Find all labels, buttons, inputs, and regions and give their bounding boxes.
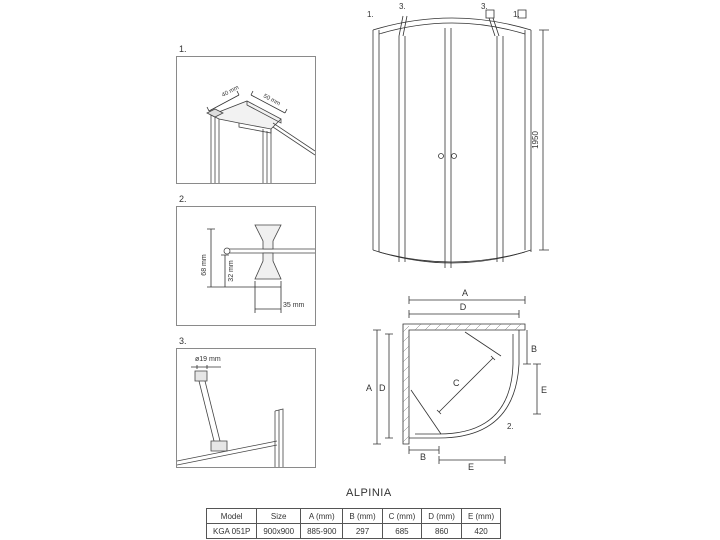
detail-2-width: 35 mm [283, 302, 305, 309]
plan-dim-a-top: A [462, 288, 468, 298]
detail-2-drawing: 68 mm 32 mm 35 mm [201, 224, 315, 313]
front-callout-1-left: 1. [367, 10, 374, 19]
spec-cell: 900x900 [256, 523, 302, 539]
plan-dim-e-bottom: E [468, 462, 474, 472]
spec-header-cell: E (mm) [460, 508, 502, 524]
plan-dim-b-bottom: B [420, 452, 426, 462]
spec-cell: 685 [381, 523, 423, 539]
front-callout-3-right: 3. [481, 2, 488, 11]
spec-table: Model Size A (mm) B (mm) C (mm) D (mm) E… [205, 508, 502, 539]
detail-2-height-inner: 32 mm [228, 260, 235, 282]
spec-header-cell: B (mm) [342, 508, 383, 524]
detail-1-panel: 40 mm 50 mm [176, 56, 316, 184]
spec-cell: 885-900 [300, 523, 344, 539]
spec-cell: KGA 051P [205, 523, 258, 539]
detail-3-panel: ø19 mm [176, 348, 316, 468]
detail-2-number: 2. [179, 194, 187, 204]
detail-3-diameter: ø19 mm [195, 356, 221, 363]
spec-header-row: Model Size A (mm) B (mm) C (mm) D (mm) E… [205, 508, 502, 524]
plan-dim-c-diag: C [453, 378, 460, 388]
spec-row: KGA 051P 900x900 885-900 297 685 860 420 [205, 523, 502, 539]
detail-1-dim-b: 50 mm [262, 93, 281, 107]
detail-2-height-outer: 68 mm [201, 254, 208, 276]
detail-3-drawing: ø19 mm [177, 356, 284, 467]
plan-dim-e-right: E [541, 385, 547, 395]
plan-dim-a-left: A [366, 383, 372, 393]
detail-1-drawing: 40 mm 50 mm [206, 85, 315, 183]
spec-cell: 297 [342, 523, 383, 539]
spec-cell: 860 [421, 523, 462, 539]
plan-dim-d-left: D [379, 383, 386, 393]
plan-view-drawing: A D A D B E C B E 2. [366, 288, 547, 472]
front-callout-3-left: 3. [399, 2, 406, 11]
spec-header-cell: Model [205, 508, 258, 524]
plan-dim-b-right: B [531, 344, 537, 354]
plan-dim-d-top: D [460, 302, 467, 312]
spec-title: ALPINIA [346, 487, 392, 499]
detail-3-number: 3. [179, 336, 187, 346]
plan-callout-2: 2. [507, 422, 514, 431]
front-view-drawing: 1. 3. 3. 1. 1950 [367, 2, 549, 268]
detail-1-number: 1. [179, 44, 187, 54]
spec-header-cell: Size [256, 508, 302, 524]
spec-header-cell: D (mm) [421, 508, 462, 524]
spec-header-cell: A (mm) [300, 508, 344, 524]
front-height-label: 1950 [531, 131, 540, 149]
spec-cell: 420 [460, 523, 502, 539]
detail-2-panel: 68 mm 32 mm 35 mm [176, 206, 316, 326]
front-callout-1-right: 1. [513, 10, 520, 19]
spec-header-cell: C (mm) [381, 508, 423, 524]
